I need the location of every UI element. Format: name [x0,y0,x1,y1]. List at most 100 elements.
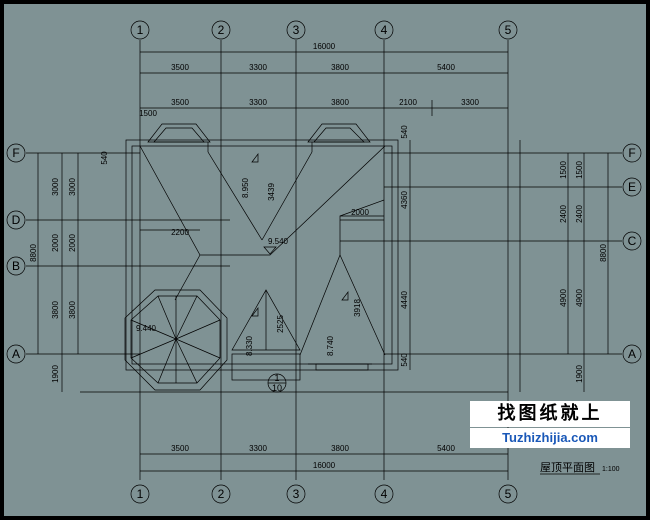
axis-bubble-top-2 [211,20,231,40]
axis-label-top-4: 4 [381,23,388,37]
section-marker-top: 1 [274,373,279,383]
axis-label-bottom-1: 1 [137,487,144,501]
dim-left-col-d: 1900 [51,365,60,383]
dim-right-col-b: 2400 [575,205,584,223]
elev-mark-8740 [341,290,349,301]
axis-label-bottom-3: 3 [293,487,300,501]
drawing-scale: 1:100 [602,466,620,473]
dim-top1-b: 3300 [249,63,267,72]
axis-bubble-top-3 [286,20,306,40]
watermark-chinese: 找图纸就上 [470,401,630,427]
dormer-left [147,123,211,143]
axis-label-top-5: 5 [505,23,512,37]
roof-outline [125,139,399,371]
dim-top2-a: 3500 [171,98,189,107]
drawing-title: 屋顶平面图 [540,461,595,474]
dim-left-outer: 8800 [29,244,38,262]
main-hip-lines [139,145,386,256]
dim-left-col2-c: 3800 [68,301,77,319]
dim-4360: 4360 [400,191,409,209]
valley-3 [339,199,385,217]
hip-down-right-a [299,254,341,356]
axis-label-left-b: B [12,259,20,273]
axis-label-bottom-5: 5 [505,487,512,501]
dim-right-col-a: 1500 [575,161,584,179]
dim-540-left: 540 [100,151,109,165]
dim-top2-b: 3300 [249,98,267,107]
elev-8950: 8.950 [241,177,250,198]
dim-top1-d: 5400 [437,63,455,72]
dim-right-col-c: 4900 [575,289,584,307]
elev-mark-8950 [251,152,259,163]
dim-bottom-b: 3300 [249,444,267,453]
dim-top2-c: 3800 [331,98,349,107]
axis-bubble-bottom-1 [130,484,150,504]
axis-bubble-right-e [622,177,642,197]
axis-label-left-f: F [12,146,19,160]
axis-bubble-bottom-3 [286,484,306,504]
dim-2200: 2200 [171,228,189,237]
axis-bubble-left-a [6,344,26,364]
valley-2 [261,151,313,241]
hip-down-left [174,254,201,301]
dim-bottom-c: 3800 [331,444,349,453]
dim-top2-d: 2100 [399,98,417,107]
dim-left-col-b: 2000 [51,234,60,252]
axis-bubble-left-b [6,256,26,276]
elev-mark-9540 [263,246,277,255]
turret-octagon [124,289,228,391]
dim-right-col2-a: 1500 [559,161,568,179]
axis-bubble-right-a [622,344,642,364]
elev-8330: 8.330 [245,335,254,356]
bay-window [315,363,369,371]
roof-inner-outline [131,145,393,365]
axis-label-top-3: 3 [293,23,300,37]
dim-540-right-bot: 540 [400,353,409,367]
section-marker-bottom: 10 [272,383,282,393]
dim-right-outer: 8800 [599,244,608,262]
elev-9540: 9.540 [268,237,289,246]
drawing-canvas: 1 2 3 4 5 1 2 3 4 5 F D B A F E C A 1600… [4,4,646,516]
dim-bottom-d: 5400 [437,444,455,453]
dim-bottom-a: 3500 [171,444,189,453]
axis-label-right-c: C [628,234,637,248]
dim-top1-c: 3800 [331,63,349,72]
axis-label-right-e: E [628,180,636,194]
dim-top2-e: 3300 [461,98,479,107]
dim-right-col2-b: 2400 [559,205,568,223]
axis-bubble-left-f [6,143,26,163]
dim-3918: 3918 [353,299,362,317]
axis-bubble-bottom-5 [498,484,518,504]
axis-label-top-1: 1 [137,23,144,37]
dim-1500: 1500 [139,109,157,118]
axis-label-left-a: A [12,347,20,361]
dim-right-col2-c: 4900 [559,289,568,307]
axis-label-top-2: 2 [218,23,225,37]
dim-right-col-d: 1900 [575,365,584,383]
axis-label-right-a: A [628,347,636,361]
dormer-right-inner [313,127,365,143]
dim-4440: 4440 [400,291,409,309]
valley-1 [207,151,263,241]
dim-left-col-c: 3800 [51,301,60,319]
dormer-left-inner [153,127,205,143]
watermark-url[interactable]: Tuzhizhijia.com [470,428,630,448]
turret-ridges [130,295,221,384]
axis-bubble-right-f [622,143,642,163]
axis-bubble-right-c [622,231,642,251]
dim-top1-a: 3500 [171,63,189,72]
dim-2000: 2000 [351,208,369,217]
dim-540-right-top: 540 [400,125,409,139]
hip-down-right-b [339,254,386,356]
dim-left-col2-a: 3000 [68,178,77,196]
axis-label-right-f: F [628,146,635,160]
dim-overall-bottom: 16000 [313,461,336,470]
ridge-2000 [339,215,384,255]
axis-bubble-left-d [6,210,26,230]
dim-left-col2-b: 2000 [68,234,77,252]
axis-bubble-top-5 [498,20,518,40]
axis-bubble-top-4 [374,20,394,40]
elev-8740: 8.740 [326,335,335,356]
entrance-canopy [231,353,301,381]
